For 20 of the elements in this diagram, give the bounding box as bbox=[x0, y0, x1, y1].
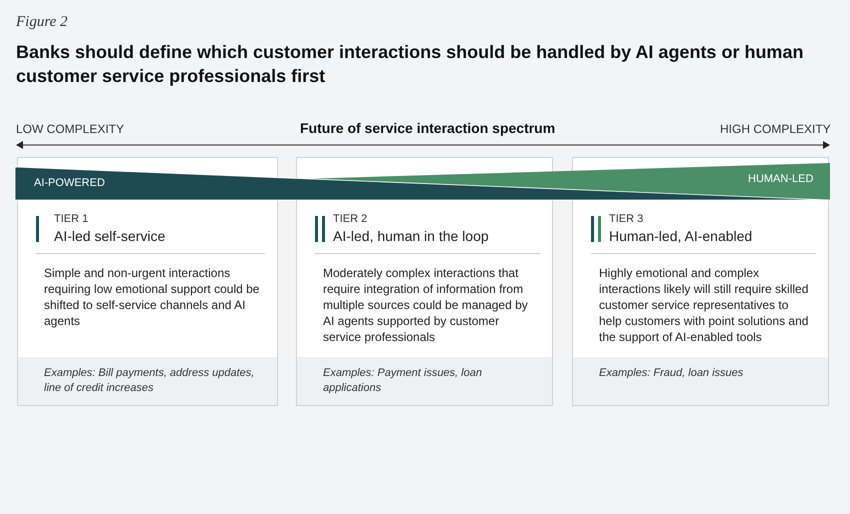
tier-card bbox=[296, 157, 553, 406]
tier-name: AI-led, human in the loop bbox=[333, 228, 489, 244]
tier-label: TIER 2 bbox=[333, 213, 368, 225]
spectrum-title: Future of service interaction spectrum bbox=[300, 120, 556, 136]
tier-label: TIER 1 bbox=[54, 213, 88, 225]
tier-name: Human-led, AI-enabled bbox=[609, 228, 752, 244]
tier-description: Highly emotional and complex interactions likely will still require skilled customer service representatives to help customers with point solutions and the support of AI-enabled tools bbox=[599, 265, 810, 345]
band-label: AI-POWERED bbox=[34, 177, 105, 189]
title: Banks should define which customer interactions should be handled by AI agents or human customer service professionals first bbox=[16, 41, 804, 88]
figure-number: Figure 2 bbox=[16, 14, 68, 31]
examples-note: Examples: Fraud, loan issues bbox=[599, 366, 744, 381]
examples-note: Examples: Payment issues, loan applications bbox=[323, 366, 483, 396]
axis-end-label: LOW COMPLEXITY bbox=[16, 122, 124, 136]
tier-description: Simple and non-urgent interactions requiring low emotional support could be shifted to self-service channels and AI agents bbox=[44, 265, 260, 329]
band-label: HUMAN-LED bbox=[748, 173, 814, 185]
tier-label: TIER 3 bbox=[609, 213, 644, 225]
tier-description: Moderately complex interactions that require integration of information from multiple sources could be managed by AI agents supported by customer service professionals bbox=[323, 265, 529, 345]
tier-name: AI-led self-service bbox=[54, 228, 166, 244]
examples-note: Examples: Bill payments, address updates, line of credit increases bbox=[44, 366, 256, 396]
axis-end-label: HIGH COMPLEXITY bbox=[720, 122, 831, 136]
